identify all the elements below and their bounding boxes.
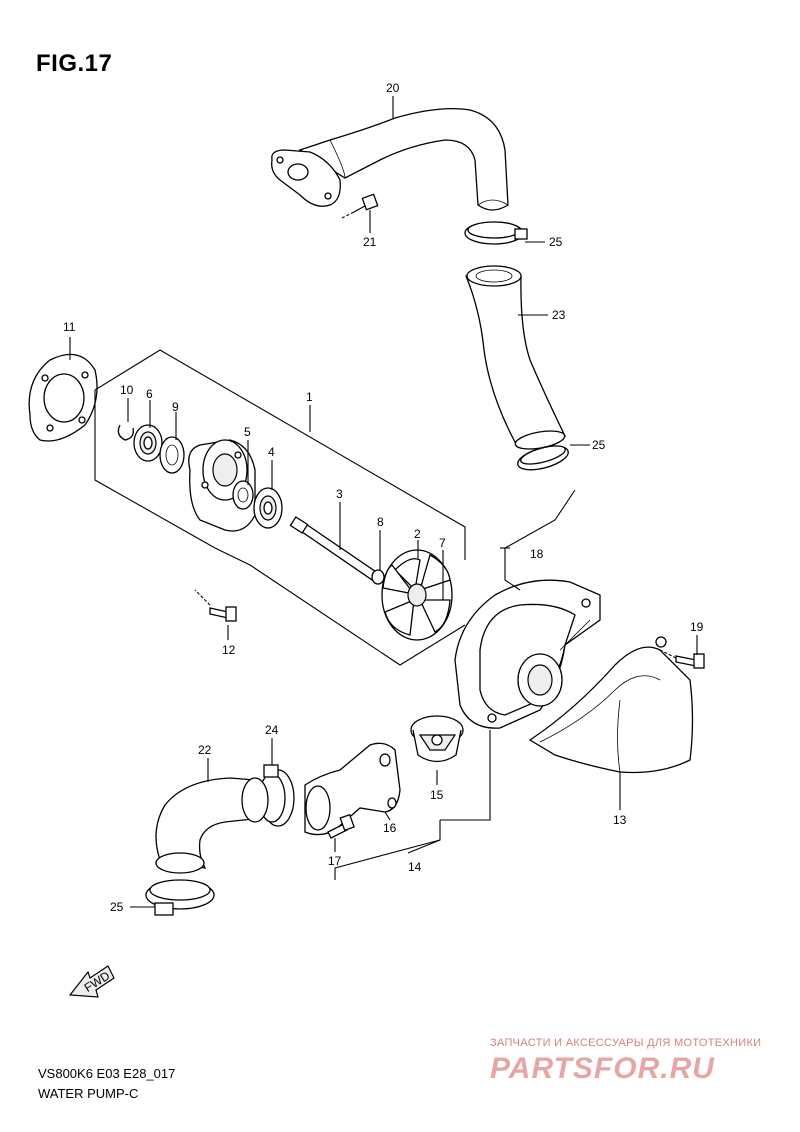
part-21-bolt bbox=[341, 193, 379, 219]
callout-1: 1 bbox=[306, 390, 313, 404]
callout-12: 12 bbox=[222, 643, 236, 657]
callout-5: 5 bbox=[244, 425, 251, 439]
part-10-circlip bbox=[117, 424, 134, 441]
callout-17: 17 bbox=[328, 854, 342, 868]
callout-19: 19 bbox=[690, 620, 704, 634]
callout-16: 16 bbox=[383, 821, 397, 835]
watermark-tagline: ЗАПЧАСТИ И АКСЕССУАРЫ ДЛЯ МОТОТЕХНИКИ bbox=[490, 1037, 762, 1049]
part-16-thermostat-housing bbox=[304, 742, 401, 836]
callout-9: 9 bbox=[172, 400, 179, 414]
part-19-bolt bbox=[659, 649, 705, 669]
callout-20: 20 bbox=[386, 81, 400, 95]
callout-2: 2 bbox=[414, 527, 421, 541]
part-11-gasket bbox=[28, 353, 98, 442]
part-25-clamp-upper bbox=[464, 221, 528, 245]
callout-25-lower: 25 bbox=[110, 900, 124, 914]
callout-3: 3 bbox=[336, 487, 343, 501]
part-13-cover bbox=[528, 636, 694, 774]
callout-23: 23 bbox=[552, 308, 566, 322]
part-25-clamp-middle bbox=[517, 445, 569, 471]
part-12-bolt bbox=[194, 589, 237, 622]
part-5-washer bbox=[232, 480, 254, 510]
part-18-pump-cover bbox=[454, 579, 601, 729]
callout-8: 8 bbox=[377, 515, 384, 529]
part-4-mechanical-seal bbox=[253, 487, 283, 529]
leader-lines bbox=[69, 96, 698, 908]
part-9-seal bbox=[159, 436, 185, 474]
part-25-clamp-lower bbox=[145, 879, 215, 916]
part-6-bearing bbox=[133, 424, 163, 462]
callout-15: 15 bbox=[430, 788, 444, 802]
callout-7: 7 bbox=[439, 536, 446, 550]
part-2-impeller bbox=[381, 549, 453, 641]
callout-labels: 20 21 25 23 25 11 10 6 9 1 5 4 3 8 2 7 1… bbox=[63, 81, 704, 914]
part-3-shaft bbox=[289, 516, 387, 585]
callout-22: 22 bbox=[198, 743, 212, 757]
callout-21: 21 bbox=[363, 235, 377, 249]
part-22-elbow-hose bbox=[155, 777, 269, 874]
callout-11: 11 bbox=[63, 320, 76, 334]
callout-14: 14 bbox=[408, 860, 422, 874]
part-17-bolt bbox=[327, 813, 355, 839]
callout-18: 18 bbox=[530, 547, 544, 561]
callout-25-upper: 25 bbox=[549, 235, 563, 249]
watermark-brand: PARTSFOR.RU bbox=[490, 1052, 715, 1085]
callout-4: 4 bbox=[268, 445, 275, 459]
fwd-direction-arrow bbox=[68, 965, 115, 998]
callout-10: 10 bbox=[120, 383, 134, 397]
part-8-circlip bbox=[371, 569, 385, 585]
callout-24: 24 bbox=[265, 723, 279, 737]
callout-25-middle: 25 bbox=[592, 438, 606, 452]
part-20-upper-pipe bbox=[271, 108, 509, 211]
part-15-thermostat bbox=[410, 715, 464, 763]
part-23-hose bbox=[465, 265, 566, 450]
diagram-code: VS800K6 E03 E28_017 bbox=[38, 1066, 176, 1081]
callout-6: 6 bbox=[146, 387, 153, 401]
diagram-name: WATER PUMP-C bbox=[38, 1086, 139, 1101]
figure-title: FIG.17 bbox=[36, 50, 113, 77]
callout-13: 13 bbox=[613, 813, 627, 827]
part-1-assembly-outline bbox=[94, 349, 466, 666]
